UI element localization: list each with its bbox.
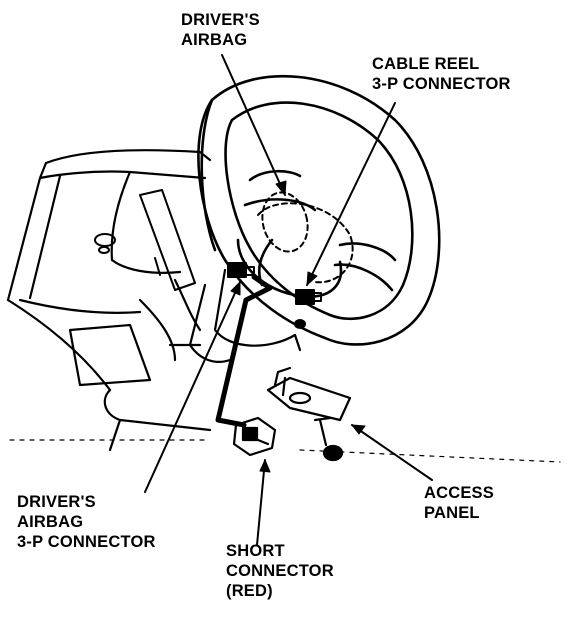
leader-lines: [144, 54, 433, 546]
airbag-outline: [257, 191, 354, 284]
airbag-connector-shape: [227, 262, 255, 278]
arrowheads: [230, 180, 366, 473]
dashboard: [6, 149, 212, 452]
short-connector-shape: [232, 416, 277, 457]
ignition-stalk: [94, 189, 196, 291]
floor-line: [9, 439, 561, 463]
label-line: CABLE REEL: [372, 55, 480, 73]
label-line: AIRBAG: [17, 513, 84, 531]
label-line: DRIVER'S: [181, 11, 260, 29]
screw-icon: [313, 416, 344, 462]
access-panel-shape: [266, 366, 352, 422]
access-panel-label: ACCESS PANEL: [424, 483, 494, 523]
label-line: CONNECTOR: [226, 562, 334, 580]
label-line: (RED): [226, 582, 273, 600]
wire-harness: [215, 274, 273, 428]
label-line: SHORT: [226, 542, 285, 560]
label-line: 3-P CONNECTOR: [17, 533, 156, 551]
cable-reel-connector-shape: [294, 289, 322, 329]
label-line: DRIVER'S: [17, 493, 96, 511]
drivers-airbag-connector-label: DRIVER'S AIRBAG 3-P CONNECTOR: [17, 492, 156, 552]
label-line: 3-P CONNECTOR: [372, 75, 511, 93]
short-connector-label: SHORT CONNECTOR (RED): [226, 541, 334, 601]
steering-wheel: [197, 74, 441, 346]
label-line: ACCESS: [424, 484, 494, 502]
label-line: AIRBAG: [181, 31, 248, 49]
drivers-airbag-label: DRIVER'S AIRBAG: [181, 10, 260, 50]
cable-reel-connector-label: CABLE REEL 3-P CONNECTOR: [372, 54, 511, 94]
label-line: PANEL: [424, 504, 480, 522]
